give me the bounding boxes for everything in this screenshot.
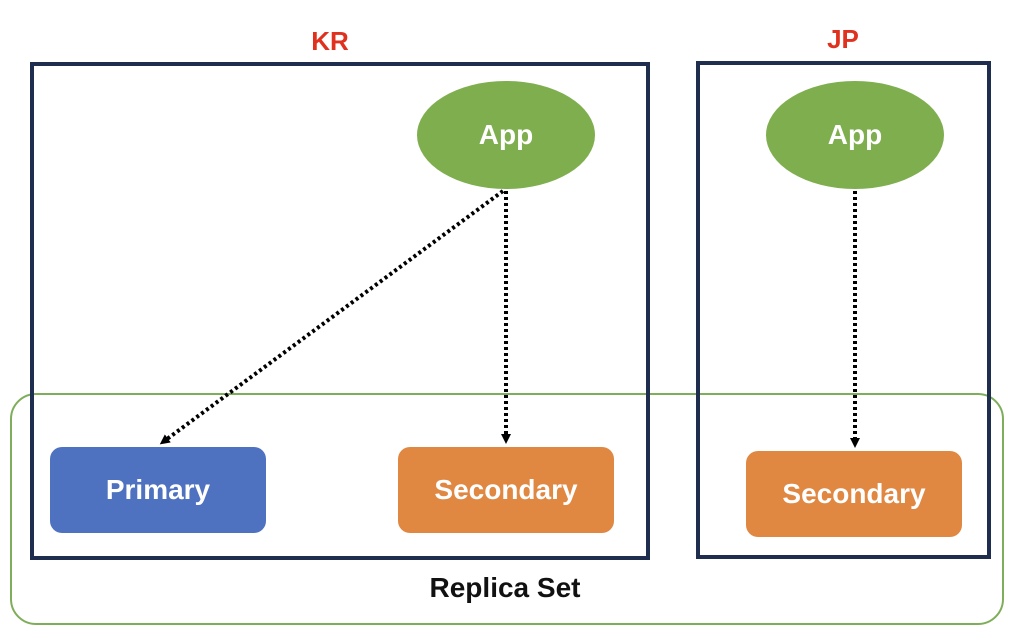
replica-set-label: Replica Set — [429, 572, 581, 603]
kr-secondary-node: Secondary — [398, 447, 614, 533]
region-label-kr: KR — [311, 26, 349, 56]
jp-secondary-label: Secondary — [782, 478, 926, 509]
kr-app-node: App — [417, 81, 595, 189]
region-label-jp: JP — [827, 24, 859, 54]
jp-secondary-node: Secondary — [746, 451, 962, 537]
jp-app-label: App — [827, 119, 883, 150]
region-box-jp — [696, 61, 991, 559]
arrow-kr-app-to-primary — [159, 189, 505, 445]
kr-secondary-label: Secondary — [434, 474, 578, 505]
kr-app-label: App — [478, 119, 534, 150]
kr-primary-label: Primary — [105, 474, 211, 505]
kr-primary-node: Primary — [50, 447, 266, 533]
replica-set-container — [10, 393, 1004, 625]
jp-app-node: App — [766, 81, 944, 189]
region-box-kr — [30, 62, 650, 560]
